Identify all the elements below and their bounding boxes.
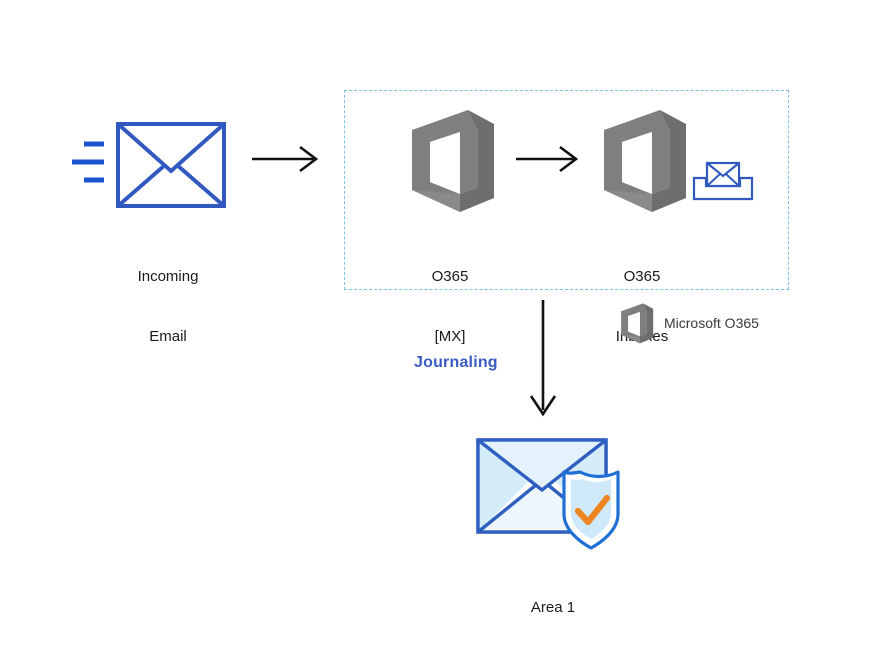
label-o365-mx: O365 [MX] xyxy=(431,268,469,345)
shield-check-icon xyxy=(562,470,620,550)
label-area1-email-security: Area 1 email security xyxy=(530,599,576,616)
legend-label: Microsoft O365 xyxy=(664,315,759,331)
o365-group-box xyxy=(344,90,789,290)
node-area1-email-security xyxy=(470,432,636,552)
envelope-icon xyxy=(72,122,226,208)
office-365-logo-icon xyxy=(412,110,494,212)
envelope-shield-check-icon xyxy=(476,438,620,550)
connector-mx-to-inboxes xyxy=(516,145,586,175)
arrow-right-icon xyxy=(252,145,319,173)
connector-incoming-to-mx xyxy=(252,145,324,175)
inbox-tray-envelope-icon xyxy=(692,161,754,201)
office-365-logo-icon xyxy=(604,110,686,212)
node-o365-mx xyxy=(404,108,496,212)
label-incoming-email: Incoming Email xyxy=(137,268,199,345)
arrow-down-icon xyxy=(529,300,557,417)
office-365-logo-icon xyxy=(621,303,654,344)
arrow-right-icon xyxy=(516,145,579,173)
connector-inboxes-to-area1 xyxy=(526,300,560,420)
node-o365-inboxes xyxy=(596,108,688,212)
node-incoming-email xyxy=(70,118,230,213)
node-inbox-tray xyxy=(692,160,754,202)
legend-microsoft-o365: Microsoft O365 xyxy=(618,302,759,344)
label-journaling: Journaling xyxy=(414,354,498,371)
speed-lines-icon xyxy=(72,141,104,183)
